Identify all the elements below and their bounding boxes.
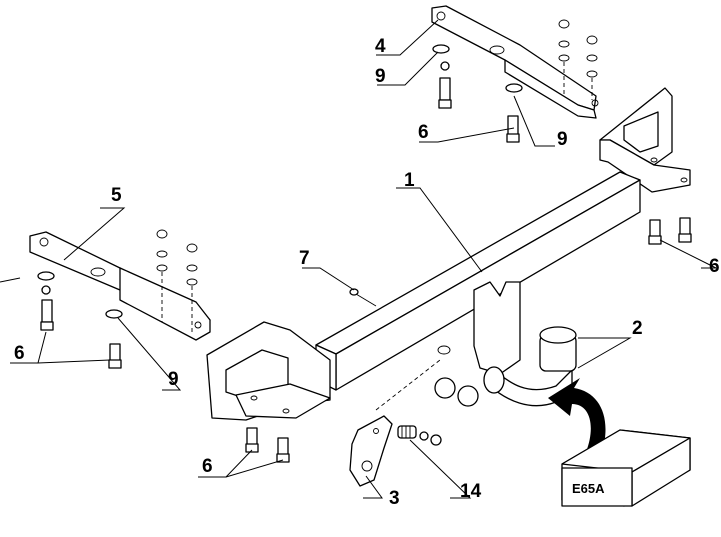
callout-6-right: 6: [709, 256, 720, 277]
socket-plate: [349, 359, 441, 487]
callout-9-top-right: 9: [557, 129, 568, 150]
callout-7: 7: [299, 248, 310, 269]
right-frame-bracket: [599, 87, 691, 193]
callout-1: 1: [404, 170, 415, 191]
pin-part-7: [349, 288, 377, 307]
callout-9-top-left: 9: [375, 66, 386, 87]
spring-and-bolt: [397, 425, 442, 446]
leader-lines: [0, 19, 717, 499]
curved-arrow: [548, 378, 606, 452]
product-box: E65A: [561, 429, 691, 507]
box-label: E65A: [572, 481, 605, 496]
left-frame-bracket: [206, 321, 331, 421]
fasteners-left: [37, 229, 198, 369]
fasteners-bottom-left: [245, 427, 290, 463]
callout-3: 3: [389, 488, 400, 509]
left-mounting-plate: [29, 231, 211, 341]
callout-6-top: 6: [418, 122, 429, 143]
hitch-neck-assembly: [434, 281, 577, 407]
callout-6-left: 6: [14, 343, 25, 364]
callout-9-left: 9: [168, 369, 179, 390]
callout-2: 2: [632, 318, 643, 339]
callout-5: 5: [111, 185, 122, 206]
callout-6-bottom: 6: [202, 456, 213, 477]
fasteners-top: [432, 19, 598, 143]
fasteners-right: [648, 217, 692, 245]
callout-4: 4: [375, 36, 386, 57]
callout-14: 14: [460, 481, 482, 502]
right-mounting-plate: [431, 5, 599, 119]
